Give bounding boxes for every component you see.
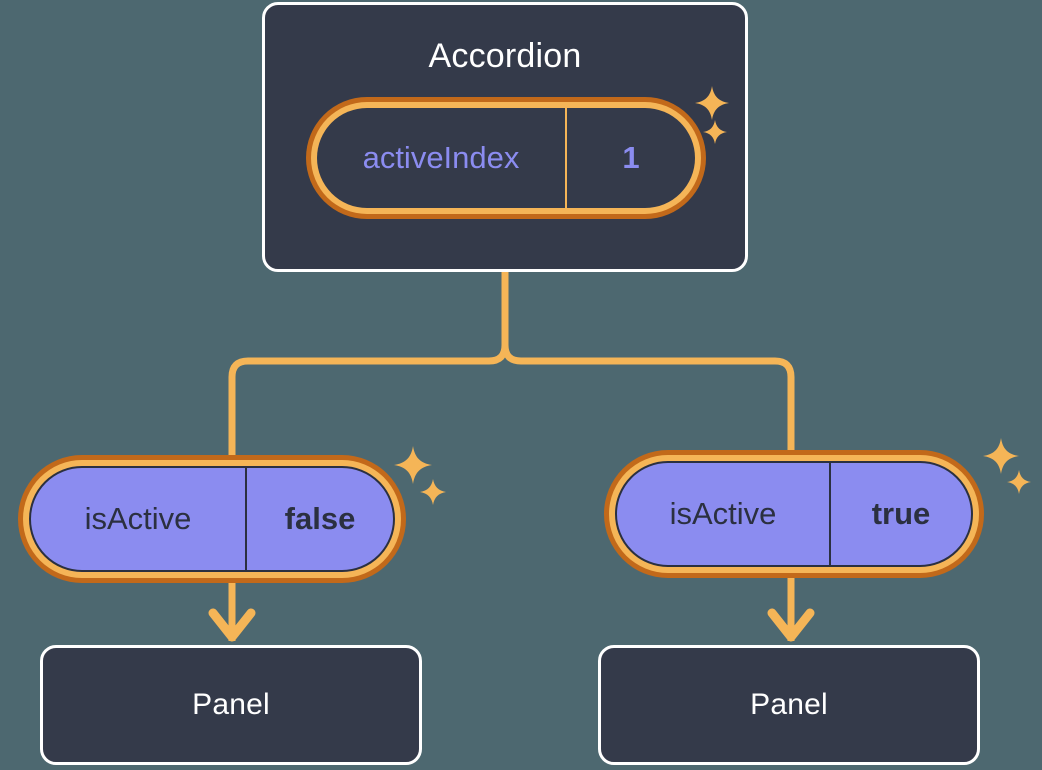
state-pill-is-active-left[interactable]: isActive false	[18, 455, 406, 583]
state-pill-body: isActive false	[29, 466, 395, 572]
state-pill-body: activeIndex 1	[317, 108, 695, 208]
sparkle-icon	[1006, 469, 1032, 495]
sparkle-icon	[393, 445, 433, 485]
state-pill-active-index[interactable]: activeIndex 1	[306, 97, 706, 219]
panel-title: Panel	[750, 688, 828, 721]
state-pill-ring: isActive false	[23, 460, 401, 578]
state-value-label: false	[245, 468, 393, 570]
state-value-label: 1	[565, 108, 695, 208]
sparkle-icon	[419, 478, 447, 506]
state-key-label: activeIndex	[362, 140, 520, 175]
sparkle-icon	[982, 437, 1020, 475]
state-pill-ring: isActive true	[609, 455, 979, 573]
panel-title: Panel	[192, 688, 270, 721]
panel-component-card-left[interactable]: Panel	[40, 645, 422, 765]
state-key-label: isActive	[84, 501, 192, 536]
state-pill-body: isActive true	[615, 461, 973, 567]
state-pill-ring: activeIndex 1	[311, 102, 701, 214]
state-pill-is-active-right[interactable]: isActive true	[604, 450, 984, 578]
panel-component-card-right[interactable]: Panel	[598, 645, 980, 765]
state-key-label: isActive	[669, 496, 777, 531]
state-value-label: true	[829, 463, 971, 565]
accordion-title: Accordion	[428, 37, 582, 75]
